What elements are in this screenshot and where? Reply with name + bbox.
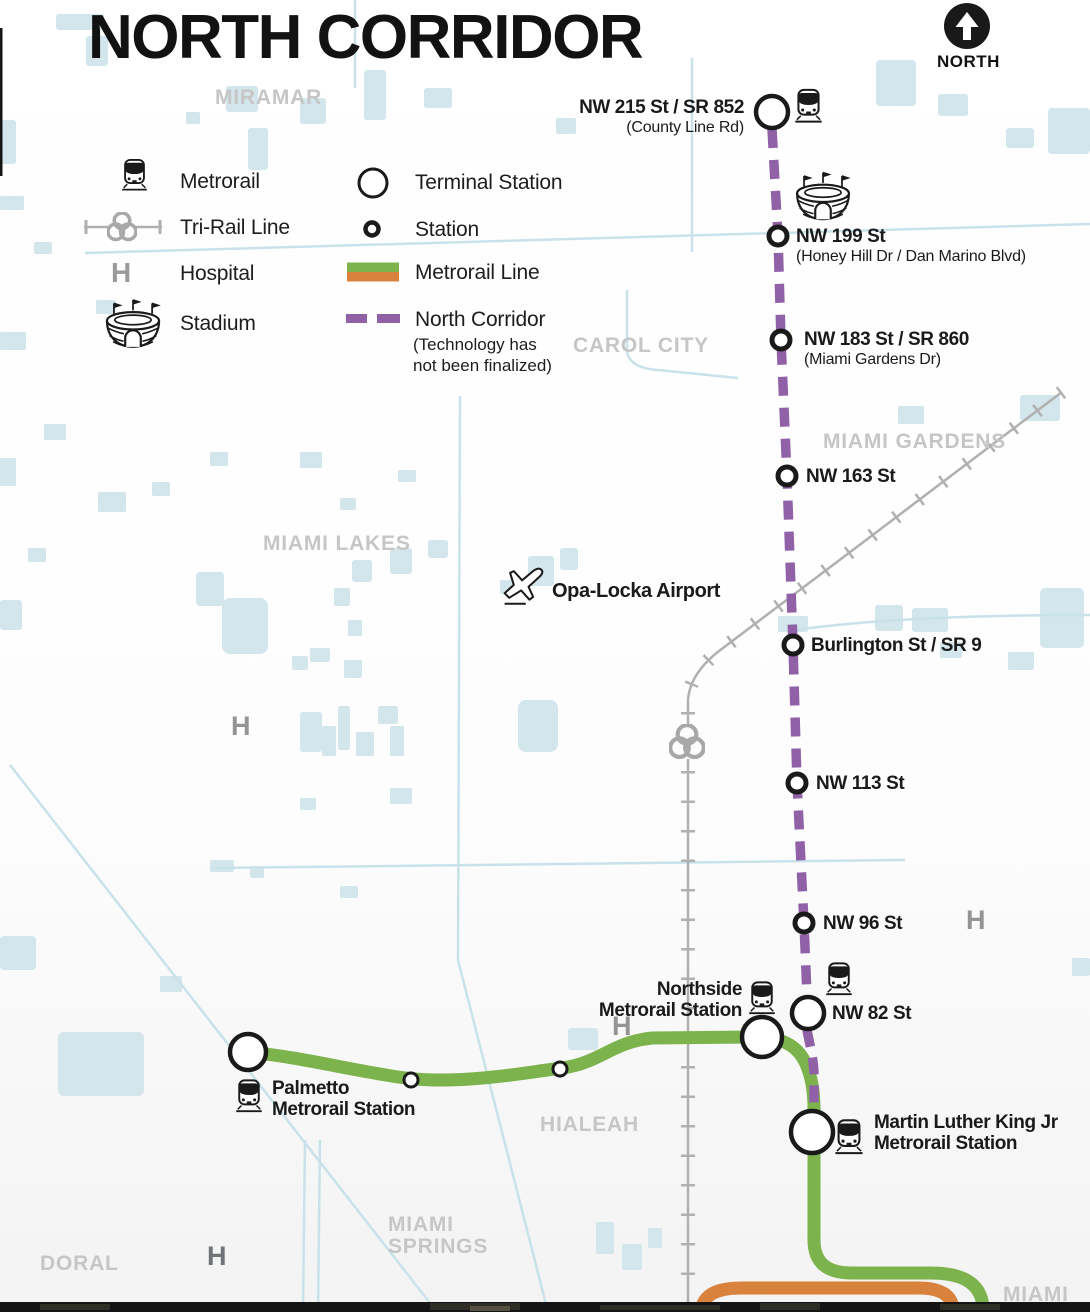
north-corridor-line [767,128,819,1110]
station-burlington [781,633,805,657]
metrorail-icon-nw215 [794,88,823,123]
legend-north-corridor-note-2: not been finalized) [413,356,552,375]
area-label-miami-gardens: MIAMI GARDENS [823,430,1007,453]
legend-terminal-icon [357,167,389,199]
north-arrow-icon [944,3,990,49]
legend-north-corridor-note-1: (Technology has [413,335,537,354]
legend-metrorail-line-label: Metrorail Line [415,261,540,284]
station-label-burlington: Burlington St / SR 9 [811,635,982,656]
area-label-miami-springs: MIAMI SPRINGS [388,1213,489,1258]
legend-hospital-label: Hospital [180,262,255,285]
legend-metrorail-icon [121,158,148,191]
airport-label: Opa-Locka Airport [552,580,721,602]
hospital-marker-4: H [207,1241,227,1271]
station-nw199 [766,224,790,248]
bottom-map-edge [0,1302,1090,1312]
hospital-marker-3: H [612,1011,632,1041]
terminal-northside [739,1014,785,1060]
area-label-miramar: MIRAMAR [215,86,323,109]
area-label-carol-city: CAROL CITY [573,334,709,357]
station-label-nw96: NW 96 St [823,913,903,934]
metrorail-orange-line [694,1281,960,1312]
hospital-marker-2: H [966,905,986,935]
station-nw163 [775,464,799,488]
stations [227,93,836,1156]
station-label-northside: Northside Metrorail Station [598,979,743,1021]
area-label-hialeah: HIALEAH [540,1113,639,1136]
station-label-palmetto: Palmetto Metrorail Station [272,1078,416,1120]
metrorail-icon-mlk [834,1119,864,1155]
station-label-nw113: NW 113 St [816,773,905,794]
map-edge [0,28,3,176]
water-shapes [0,14,1090,1270]
terminal-mlk [788,1108,836,1156]
page-title: NORTH CORRIDOR [88,3,644,72]
station-label-nw82: NW 82 St [832,1003,912,1024]
area-label-miami: MIAMI [1003,1283,1069,1306]
terminal-nw82 [789,994,827,1032]
terminal-palmetto [227,1031,269,1073]
metrorail-green-line [241,1030,990,1312]
legend-corridor-dash-1 [346,314,367,323]
terminal-nw215 [753,93,791,131]
legend-trirail-label: Tri-Rail Line [180,216,290,239]
station-green-2 [551,1060,569,1078]
metrorail-icon-nw82 [825,962,853,996]
stadium-icon [796,170,852,221]
station-label-nw215: NW 215 St / SR 852 (County Line Rd) [579,97,744,136]
metrorail-icon-palmetto [235,1079,263,1113]
legend-station-icon [363,220,381,238]
legend-orange-bar [347,272,399,282]
station-nw183 [769,328,793,352]
roads [9,0,1090,1312]
legend-corridor-dash-2 [377,314,400,323]
legend-station-label: Station [415,218,479,241]
legend-terminal-label: Terminal Station [415,171,563,194]
legend-icons [84,158,400,348]
legend-north-corridor-label: North Corridor [415,308,546,331]
station-label-nw199: NW 199 St (Honey Hill Dr / Dan Marino Bl… [796,226,1026,265]
hospital-marker-1: H [231,711,251,741]
station-nw113 [785,771,809,795]
station-nw96 [792,911,816,935]
area-label-doral: DORAL [40,1252,119,1275]
metrorail-icon-northside [748,981,776,1015]
legend-stadium-label: Stadium [180,312,256,335]
legend-stadium-icon [105,297,162,348]
station-label-mlk: Martin Luther King Jr Metrorail Station [874,1112,1058,1154]
station-green-1 [402,1071,420,1089]
area-label-miami-lakes: MIAMI LAKES [263,532,411,555]
north-label: NORTH [937,52,1000,71]
legend-metrorail-label: Metrorail [180,170,260,193]
trirail-line [670,386,1067,1312]
station-label-nw163: NW 163 St [806,466,896,487]
legend-hospital-icon: H [111,257,132,288]
station-label-nw183: NW 183 St / SR 860 (Miami Gardens Dr) [804,329,969,368]
legend-green-bar [347,262,399,272]
